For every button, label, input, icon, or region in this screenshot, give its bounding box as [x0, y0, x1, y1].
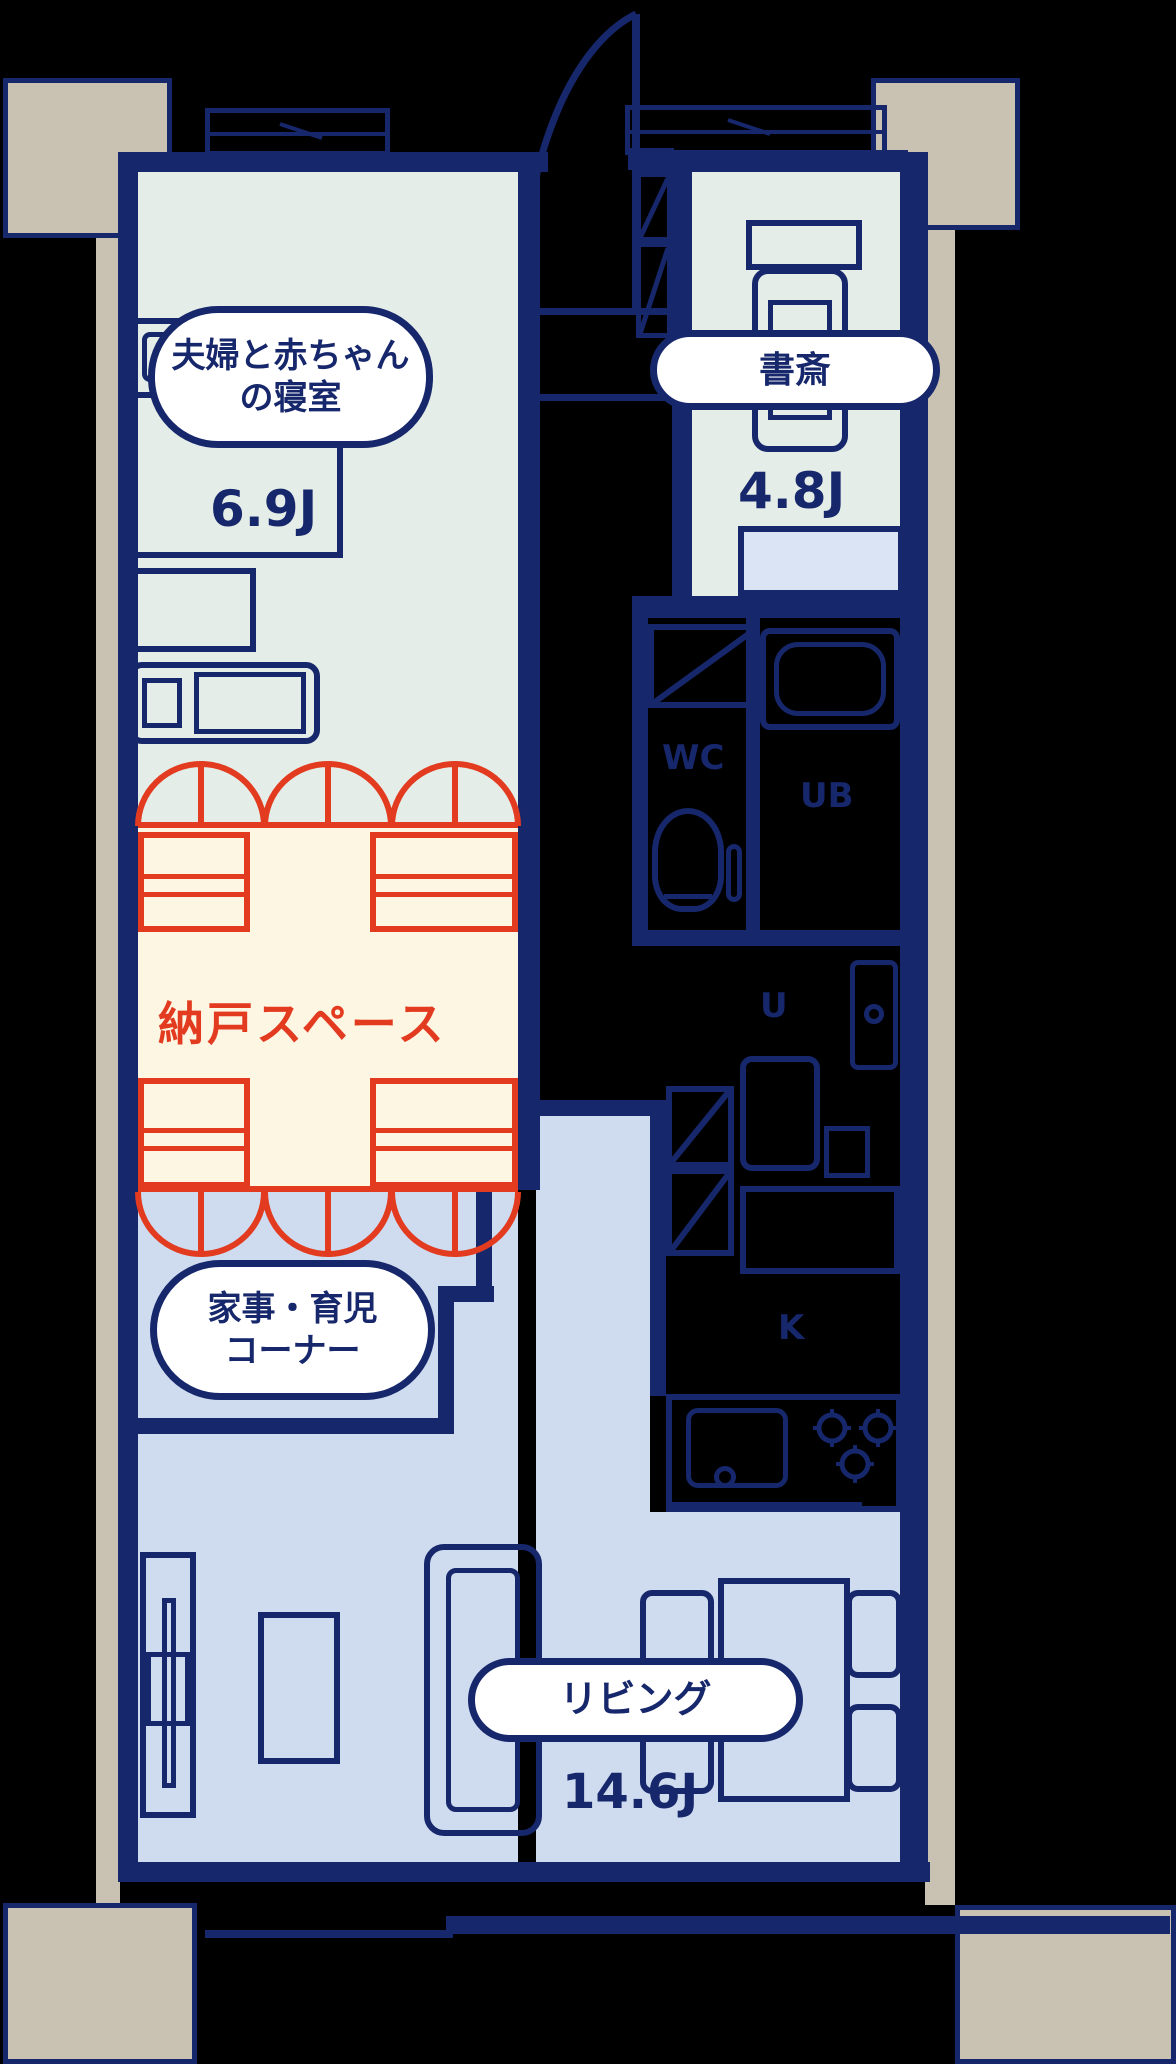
ub-label: UB: [800, 776, 854, 816]
bedroom-area-label: 6.9J: [210, 480, 318, 538]
toilet-handle: [726, 844, 742, 902]
storage-shelf-bottom-right: [370, 1078, 518, 1188]
entrance-threshold: [522, 308, 674, 315]
hall-closet-lower: [666, 1168, 734, 1256]
refrigerator: [740, 1186, 900, 1274]
wc-shelf-cell: [648, 624, 758, 708]
toilet-seat-line: [664, 894, 712, 899]
living-floor-corridor: [536, 1116, 650, 1862]
wall-living-bottom: [118, 1862, 930, 1882]
wall-right: [900, 152, 928, 1878]
nook-label-line2: コーナー: [224, 1331, 361, 1371]
side-strip-left: [96, 238, 120, 1903]
wall-top-bedroom: [118, 152, 548, 172]
shoe-cabinet-upper: [636, 172, 672, 242]
shelf-line: [138, 874, 250, 879]
bedroom-label-pill: 夫婦と赤ちゃん の寝室: [148, 306, 433, 448]
study-label-pill: 書斎: [650, 330, 940, 410]
hall-closet-upper: [666, 1086, 734, 1168]
shelf-line: [138, 1146, 250, 1151]
tv-stand-box: [146, 1652, 190, 1726]
toilet-bowl: [652, 808, 724, 912]
shelf-line: [370, 892, 518, 897]
wall-top-study: [640, 150, 908, 172]
tv-screen: [162, 1598, 176, 1788]
bathtub-inner: [774, 642, 886, 716]
kitchen-counter: [666, 1394, 902, 1512]
washer-pan: [850, 960, 898, 1070]
living-label-pill: リビング: [468, 1658, 803, 1742]
wall-nook-up: [476, 1190, 492, 1302]
storage-shelf-bottom-left: [138, 1078, 250, 1188]
wc-label: WC: [662, 738, 725, 778]
shelf-line: [138, 892, 250, 897]
wall-corridor-right: [650, 1116, 666, 1396]
crib-inner-large: [194, 672, 306, 734]
entrance-step: [522, 394, 674, 401]
pillar-bottom-left: [3, 1903, 197, 2064]
shoe-cabinet-lower: [636, 242, 672, 338]
wall-nook-bottom: [118, 1418, 454, 1434]
wall-wc-top: [632, 596, 900, 618]
shelf-line: [370, 1128, 518, 1133]
nook-label-line1: 家事・育児: [207, 1288, 378, 1329]
bedroom-window: [205, 108, 390, 156]
washer-drain: [864, 1004, 884, 1024]
storage-shelf-top-right: [370, 832, 518, 932]
dining-chair: [846, 1590, 902, 1678]
study-closet: [738, 526, 904, 596]
utility-box: [824, 1126, 870, 1178]
side-strip-right: [925, 230, 955, 1905]
storage-bottom-edge: [138, 1186, 518, 1192]
wall-wc-bottom: [632, 930, 900, 946]
study-area-label: 4.8J: [738, 462, 846, 520]
bathtub: [760, 628, 900, 730]
kitchen-sink: [686, 1408, 788, 1488]
sink-drain: [714, 1466, 736, 1488]
living-label: リビング: [559, 1677, 712, 1722]
wall-bedroom-right: [518, 152, 540, 1190]
study-window: [625, 105, 887, 155]
bedroom-label-line2: の寝室: [239, 378, 342, 418]
storage-shelf-top-left: [138, 832, 250, 932]
washbasin: [740, 1056, 820, 1171]
crib-inner-small: [142, 678, 182, 728]
wall-corridor-top: [536, 1100, 666, 1116]
bedroom-dresser: [128, 568, 256, 652]
utility-label: U: [760, 986, 788, 1026]
living-area-label: 14.6J: [562, 1764, 699, 1820]
study-label: 書斎: [758, 349, 831, 391]
storage-top-edge: [138, 822, 518, 828]
wall-wc-left: [632, 596, 648, 946]
side-table: [258, 1612, 340, 1764]
kitchen-label: K: [778, 1308, 805, 1348]
wall-nook-vert: [438, 1286, 454, 1434]
bedroom-label-line1: 夫婦と赤ちゃん: [171, 335, 410, 376]
bedroom-floor: [138, 172, 518, 822]
counter-lip: [672, 1502, 862, 1509]
shelf-line: [370, 1146, 518, 1151]
shelf-line: [138, 1128, 250, 1133]
tv-board: [140, 1552, 196, 1818]
storage-label: 納戸スペース: [158, 997, 447, 1051]
balcony-line-left: [205, 1930, 453, 1938]
shelf-line: [370, 874, 518, 879]
baby-crib: [128, 662, 320, 744]
nook-label-pill: 家事・育児 コーナー: [150, 1260, 435, 1400]
balcony-line-main: [446, 1916, 1170, 1934]
dining-chair: [846, 1704, 902, 1792]
study-desk: [746, 220, 862, 270]
